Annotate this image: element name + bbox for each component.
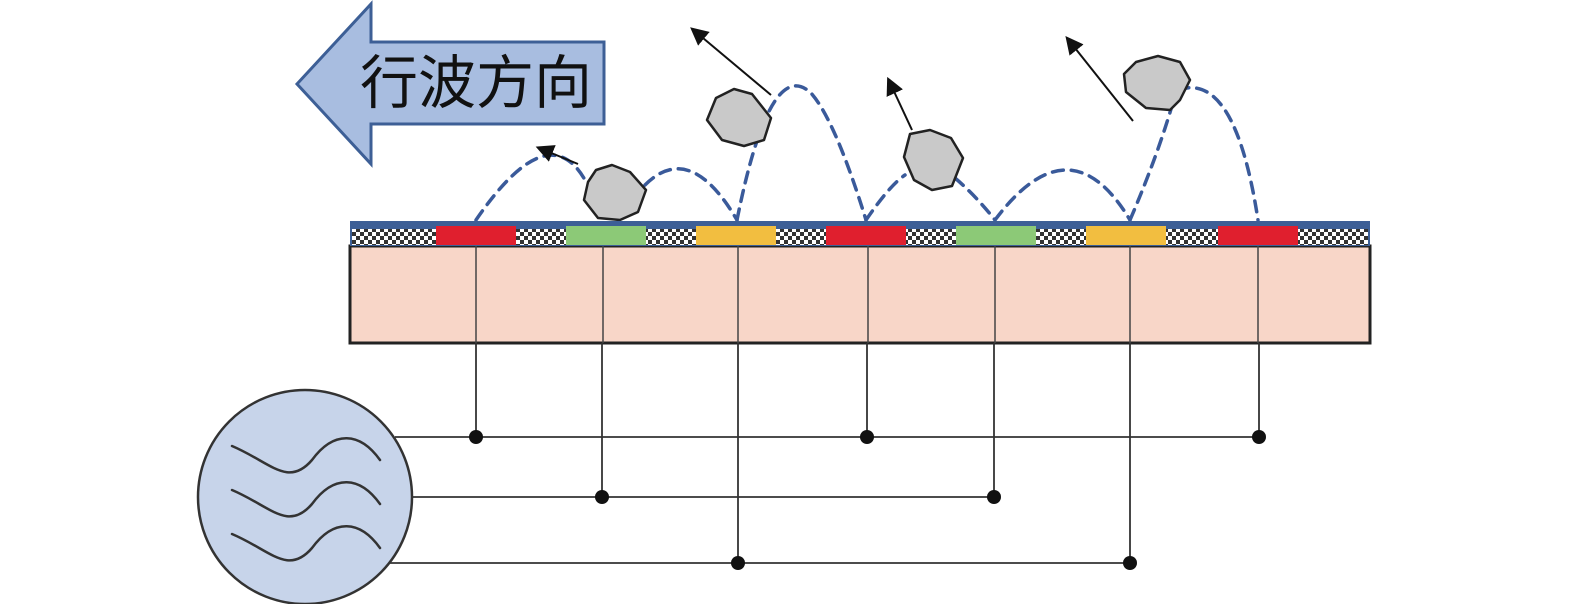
- sine-wave-icon: [230, 481, 382, 518]
- motion-arrow-1: [535, 145, 579, 165]
- motion-arrow-4: [1065, 35, 1134, 122]
- direction-label: 行波方向: [360, 49, 592, 117]
- dust-particle-icon: [582, 163, 648, 222]
- sine-wave-icon: [230, 525, 382, 562]
- trajectory-2: [643, 167, 739, 222]
- motion-arrows: [535, 27, 1134, 165]
- wiring: [390, 343, 1260, 564]
- ac-power-source-icon: [196, 388, 414, 604]
- electrode-phase-b: [956, 226, 1036, 245]
- left-arrow-icon: [294, 0, 606, 168]
- direction-arrow: 行波方向: [294, 0, 606, 168]
- trajectory-6: [993, 168, 1132, 222]
- dust-particles: [582, 54, 1192, 222]
- trajectory-7: [1128, 93, 1177, 222]
- junction-dot: [595, 490, 609, 504]
- substrate-dividers: [475, 246, 1259, 343]
- motion-arrow-2: [690, 27, 772, 96]
- junction-dot: [860, 430, 874, 444]
- electrodes: [436, 226, 1298, 245]
- electrode-phase-c: [1086, 226, 1166, 245]
- sine-wave-icons: [230, 437, 382, 562]
- substrate-block: [348, 244, 1372, 345]
- motion-arrow-3: [886, 76, 913, 131]
- trajectory-4: [864, 173, 907, 222]
- electrode-strip: [350, 221, 1370, 246]
- electrode-phase-c: [696, 226, 776, 245]
- junction-dots: [469, 430, 1266, 570]
- junction-dot: [987, 490, 1001, 504]
- sine-wave-icon: [230, 437, 382, 474]
- electrode-phase-b: [566, 226, 646, 245]
- electrode-phase-a: [1218, 226, 1298, 245]
- dust-particle-icon: [1122, 54, 1192, 112]
- junction-dot: [1123, 556, 1137, 570]
- electrode-phase-a: [436, 226, 516, 245]
- dust-particle-icon: [705, 87, 773, 148]
- ac-power-source: [196, 388, 414, 604]
- trajectory-3: [735, 84, 868, 222]
- junction-dot: [1252, 430, 1266, 444]
- trajectory-1: [474, 153, 587, 222]
- trajectory-8: [1176, 86, 1260, 222]
- junction-dot: [731, 556, 745, 570]
- dust-particle-icon: [902, 128, 965, 192]
- substrate: [348, 244, 1372, 345]
- trajectory-5: [953, 176, 997, 222]
- junction-dot: [469, 430, 483, 444]
- electrode-phase-a: [826, 226, 906, 245]
